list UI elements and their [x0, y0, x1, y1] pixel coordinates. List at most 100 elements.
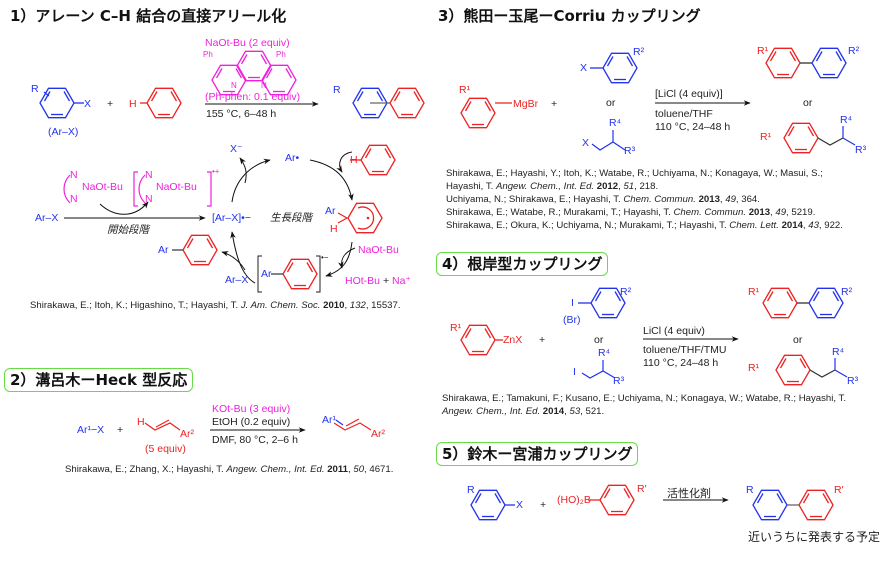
substituent-r3: R³ — [624, 145, 636, 157]
nitrogen-label: N — [261, 81, 267, 90]
conditions: 110 °C, 24–48 h — [643, 357, 719, 369]
ref-authors: Shirakawa, E.; Okura, K.; Uchiyama, N.; … — [446, 220, 730, 231]
aryl-halide-start: Ar–X — [35, 212, 59, 224]
reference: Shirakawa, E.; Tamakuni, F.; Kusano, E.;… — [442, 393, 847, 417]
ref-journal: Chem. Lett. — [729, 220, 779, 231]
aryl-halide-feed: Ar–X — [225, 274, 249, 286]
ref-authors: Shirakawa, E.; Zhang, X.; Hayashi, T. — [65, 464, 227, 475]
base-reagent: KOt-Bu (3 equiv) — [212, 403, 291, 415]
ref-volume: 132 — [349, 300, 366, 311]
phen-base-radical-cation: NaOt-Bu — [156, 181, 197, 193]
substituent-r1: R¹ — [450, 322, 462, 334]
or-label: or — [606, 97, 616, 109]
aryl-halide-radical-anion: [Ar–X]•− — [212, 212, 251, 224]
reference: Shirakawa, E.; Okura, K.; Uchiyama, N.; … — [446, 220, 843, 231]
sodium-cation: Na⁺ — [392, 275, 411, 287]
solvent: toluene/THF — [655, 108, 713, 120]
substituent-r3: R³ — [613, 375, 625, 387]
aryl-halide-label: (Ar–X) — [48, 126, 79, 138]
solvent: toluene/THF/TMU — [643, 344, 727, 356]
nitrogen-label: N — [145, 169, 153, 181]
nitrogen-label: N — [70, 193, 78, 205]
ref-pages: 5219. — [791, 207, 816, 218]
conditions: DMF, 80 °C, 2–6 h — [212, 434, 298, 446]
plus-sign: + — [117, 424, 124, 436]
biaryl-product — [352, 87, 425, 119]
ref-volume: 49 — [725, 194, 736, 205]
ref-authors: Shirakawa, E.; Itoh, K.; Higashino, T.; … — [30, 300, 241, 311]
halide-x: X — [516, 499, 524, 511]
aryl-radical: Ar• — [285, 152, 300, 164]
ref-year: 2014 — [781, 220, 803, 231]
additive: [LiCl (4 equiv)] — [655, 88, 723, 100]
reference: Uchiyama, N.; Shirakawa, E.; Hayashi, T.… — [446, 194, 760, 205]
product-r3: R³ — [847, 375, 859, 387]
or-label: or — [594, 334, 604, 346]
halide-anion: X⁻ — [230, 143, 243, 155]
substituent-r2: R² — [620, 286, 632, 298]
aryl-halide: Ar¹−X — [77, 424, 105, 436]
phenyl-label: Ph — [276, 50, 286, 59]
plus-sign: + — [540, 499, 547, 511]
conditions: 155 °C, 6–48 h — [206, 108, 277, 120]
phen-base-complex: NaOt-Bu — [82, 181, 123, 193]
ref-journal: Angew. Chem., Int. Ed. — [495, 181, 595, 192]
organozinc-znx: ZnX — [503, 334, 523, 346]
or-label: or — [793, 334, 803, 346]
plus-sign: + — [107, 98, 114, 110]
boronic-acid: (HO)₂B — [557, 494, 591, 506]
product-ar1: Ar¹ — [322, 414, 336, 426]
substituent-r4: R⁴ — [609, 117, 622, 129]
ligand-amount: (Ph-phen: 0.1 equiv) — [205, 91, 301, 103]
forthcoming-note: 近いうちに発表する予定 — [748, 530, 881, 544]
hydrogen-label: H — [129, 98, 137, 110]
substituent-r1: R¹ — [459, 84, 471, 96]
aryl2-label: Ar² — [180, 428, 194, 440]
product-r1: R¹ — [760, 131, 772, 143]
ref-volume: 50 — [353, 464, 365, 475]
base-reagent: NaOt-Bu (2 equiv) — [205, 37, 290, 49]
reference: Shirakawa, E.; Watabe, R.; Murakami, T.;… — [446, 207, 816, 218]
phenyl-label: Ph — [203, 50, 213, 59]
reference: Shirakawa, E.; Hayashi, Y.; Itoh, K.; Wa… — [446, 168, 823, 192]
initiation-step-label: 開始段階 — [107, 224, 149, 236]
phen-ligand-brackets — [63, 171, 212, 207]
product-r: R — [746, 484, 754, 496]
ref-journal: Angew. Chem., Int. Ed. — [442, 406, 541, 417]
ref-volume: 51 — [623, 181, 635, 192]
hydrogen-label: H — [137, 416, 145, 428]
ref-pages: 218. — [639, 181, 659, 192]
halide-x: X — [84, 98, 92, 110]
substituent-r2: R² — [633, 46, 645, 58]
nitrogen-label: N — [145, 193, 153, 205]
aryl-label: Ar — [261, 268, 272, 280]
bromide-alt-label: (Br) — [563, 314, 581, 326]
section-5-title: 5）鈴木ー宮浦カップリング — [436, 442, 639, 466]
ref-authors: Hayashi, T. — [446, 181, 496, 192]
product-r4: R⁴ — [832, 346, 845, 358]
ref-authors: Shirakawa, E.; Hayashi, Y.; Itoh, K.; Wa… — [446, 168, 823, 179]
or-label: or — [803, 97, 813, 109]
product-r3: R³ — [855, 144, 867, 156]
aryl-label: Ar — [158, 244, 169, 256]
reference: Shirakawa, E.; Itoh, K.; Higashino, T.; … — [30, 300, 401, 311]
ref-journal: Chem. Commun. — [673, 207, 747, 218]
substituent-r: R — [31, 83, 39, 95]
base-label: NaOt-Bu — [358, 244, 399, 256]
vinyl-iodide-label: I — [573, 366, 576, 378]
ref-volume: 53 — [569, 406, 581, 417]
ref-year: 2013 — [748, 207, 771, 218]
hydrogen-label: H — [350, 154, 358, 166]
reference: Shirakawa, E.; Zhang, X.; Hayashi, T. An… — [65, 464, 394, 475]
ref-authors: Shirakawa, E.; Tamakuni, F.; Kusano, E.;… — [442, 393, 847, 404]
product-r1: R¹ — [757, 45, 769, 57]
product-r1: R¹ — [748, 286, 760, 298]
substituent-r: R — [467, 484, 475, 496]
ref-year: 2012 — [596, 181, 619, 192]
benzene-ring — [146, 87, 182, 119]
ref-journal: Chem. Commun. — [623, 194, 696, 205]
product-r1: R¹ — [748, 362, 760, 374]
section-3-title: 3）熊田ー玉尾ーCorriu カップリング — [438, 7, 701, 25]
ref-year: 2013 — [698, 194, 720, 205]
